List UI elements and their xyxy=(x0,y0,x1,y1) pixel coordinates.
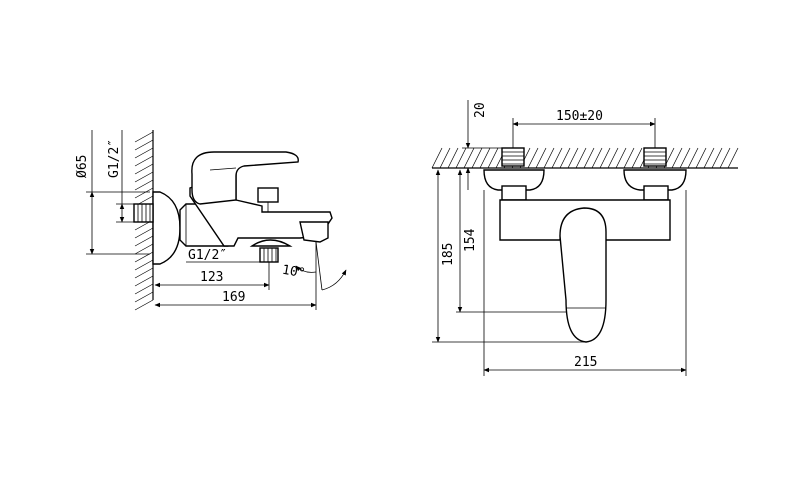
top-hatch-line xyxy=(567,147,579,169)
top-hatch-line xyxy=(679,147,691,169)
dim-123-label: 123 xyxy=(200,270,223,285)
dim-angle-label: 10° xyxy=(281,263,307,282)
top-hatch-line xyxy=(447,147,459,169)
dim-diameter-label: Ø65 xyxy=(75,155,90,178)
dim-spacing-label: 150±20 xyxy=(556,109,603,124)
top-hatch-line xyxy=(631,147,643,169)
wall-hatch-line xyxy=(134,259,154,271)
dim-185: 185 xyxy=(432,169,586,343)
lever-front xyxy=(559,207,607,343)
dim-thread-inlet: G1/2″ xyxy=(107,130,134,223)
diverter-knob xyxy=(257,187,279,212)
wall-hatch-line xyxy=(134,251,154,263)
outlet-thread xyxy=(249,239,293,263)
inlet-thread xyxy=(133,203,154,223)
escutcheon-right xyxy=(623,169,687,191)
top-hatch-line xyxy=(615,147,627,169)
dim-154-label: 154 xyxy=(463,228,478,252)
top-hatch-line xyxy=(479,147,491,169)
dim-spacing: 150±20 xyxy=(512,109,656,148)
wall-top-section xyxy=(431,147,739,169)
inlet-right xyxy=(643,147,667,167)
dim-diameter: Ø65 xyxy=(75,130,150,255)
dim-20: 20 xyxy=(462,100,502,190)
wall-hatch-line xyxy=(134,155,154,167)
wall-hatch-line xyxy=(134,299,154,311)
dim-215: 215 xyxy=(483,190,687,376)
top-hatch-line xyxy=(575,147,587,169)
dim-185-label: 185 xyxy=(441,243,456,266)
dim-215-label: 215 xyxy=(574,355,597,370)
dim-thread-inlet-label: G1/2″ xyxy=(107,139,122,178)
top-hatch-line xyxy=(559,147,571,169)
wall-hatch-line xyxy=(134,131,154,143)
wall-hatch-line xyxy=(134,171,154,183)
dim-thread-outlet: G1/2″ xyxy=(186,248,260,263)
wall-hatch-line xyxy=(134,163,154,175)
wall-hatch-line xyxy=(134,179,154,191)
lever-handle xyxy=(191,151,299,205)
top-hatch-line xyxy=(535,147,547,169)
top-hatch-line xyxy=(431,147,443,169)
escutcheon xyxy=(152,191,181,265)
top-hatch-line xyxy=(455,147,467,169)
dim-20-label: 20 xyxy=(473,102,488,118)
top-hatch-line xyxy=(463,147,475,169)
wall-hatch-line xyxy=(134,275,154,287)
dim-angle: 10° xyxy=(281,241,347,291)
top-hatch-line xyxy=(551,147,563,169)
top-hatch-line xyxy=(591,147,603,169)
top-hatch-line xyxy=(623,147,635,169)
top-hatch-line xyxy=(527,147,539,169)
inlet-left xyxy=(501,147,525,167)
wall-hatch-line xyxy=(134,139,154,151)
wall-hatch-line xyxy=(134,291,154,303)
top-hatch-line xyxy=(711,147,723,169)
side-view: Ø65 G1/2″ G1/2″ 123 169 xyxy=(75,130,347,311)
top-hatch-line xyxy=(487,147,499,169)
front-view: 150±20 20 154 185 215 xyxy=(431,100,739,376)
wall-hatch-line xyxy=(134,187,154,199)
wall-hatch-line xyxy=(134,267,154,279)
top-hatch-line xyxy=(687,147,699,169)
top-hatch-line xyxy=(703,147,715,169)
dim-169: 169 xyxy=(154,242,317,310)
wall-hatch-line xyxy=(134,227,154,239)
spout xyxy=(299,221,329,243)
wall-hatch-line xyxy=(134,283,154,295)
dim-154: 154 xyxy=(456,169,566,313)
top-hatch-line xyxy=(719,147,731,169)
top-hatch-line xyxy=(471,147,483,169)
dim-123: 123 xyxy=(154,262,270,290)
top-hatch-line xyxy=(599,147,611,169)
wall-hatch-line xyxy=(134,147,154,159)
dim-thread-outlet-label: G1/2″ xyxy=(188,248,227,263)
dim-169-label: 169 xyxy=(222,290,245,305)
escutcheon-left xyxy=(483,169,545,191)
top-hatch-line xyxy=(439,147,451,169)
nut-left xyxy=(501,185,527,201)
top-hatch-line xyxy=(543,147,555,169)
wall-hatch-line xyxy=(134,243,154,255)
top-hatch-line xyxy=(727,147,739,169)
top-hatch-line xyxy=(671,147,683,169)
wall-hatch-line xyxy=(134,235,154,247)
nut-right xyxy=(643,185,669,201)
top-hatch-line xyxy=(607,147,619,169)
top-hatch-line xyxy=(583,147,595,169)
top-hatch-line xyxy=(695,147,707,169)
